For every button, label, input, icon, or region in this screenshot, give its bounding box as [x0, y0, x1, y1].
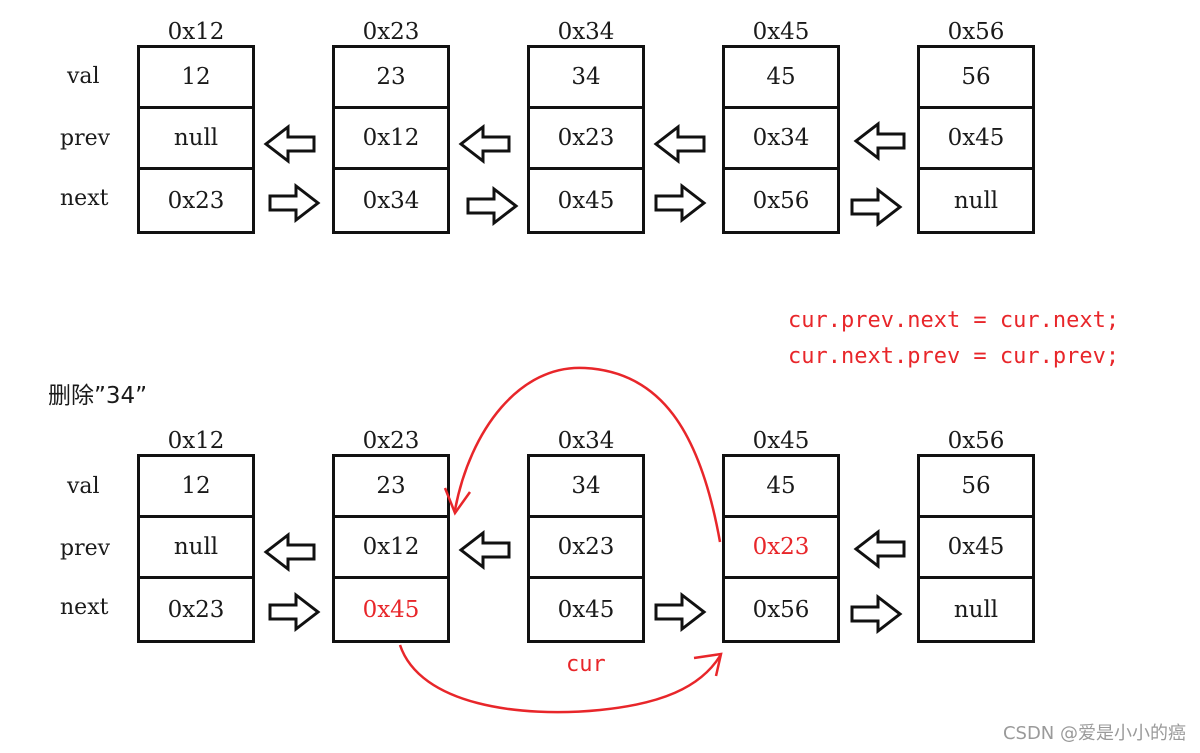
- node-address: 0x12: [167, 428, 225, 454]
- val-cell: 34: [530, 457, 642, 518]
- prev-arrow-icon: [654, 125, 706, 163]
- next-cell: null: [953, 596, 999, 623]
- prev-arrow-icon: [854, 122, 906, 160]
- code-line-2: cur.next.prev = cur.prev;: [788, 344, 1120, 369]
- list-node: 45 0x34 0x56: [722, 45, 840, 234]
- prev-arrow-icon: [459, 531, 511, 569]
- node-address: 0x56: [947, 19, 1005, 45]
- next-arrow-icon: [268, 184, 320, 222]
- watermark: CSDN @爱是小小的癌: [1002, 723, 1186, 744]
- list-node: 23 0x12 0x34: [332, 45, 450, 234]
- code-line-1: cur.prev.next = cur.next;: [788, 308, 1120, 333]
- prev-cell: 0x45: [920, 518, 1032, 579]
- prev-cell: 0x23: [530, 518, 642, 579]
- list-node: 34 0x23 0x45: [527, 45, 645, 234]
- next-cell: null: [953, 187, 999, 214]
- val-cell: 34: [530, 48, 642, 109]
- list-node: 12 null 0x23: [137, 454, 255, 643]
- curve-arrowhead-icon: [693, 652, 723, 677]
- next-cell: 0x56: [752, 187, 810, 214]
- prev-cell: 0x45: [920, 109, 1032, 170]
- val-cell: 56: [920, 457, 1032, 518]
- val-cell: 45: [725, 457, 837, 518]
- val-cell: 23: [335, 48, 447, 109]
- list-node: 56 0x45 null: [917, 454, 1035, 643]
- list-node-cur: 34 0x23 0x45: [527, 454, 645, 643]
- next-cell: 0x34: [362, 187, 420, 214]
- val-cell: 23: [335, 457, 447, 518]
- node-address: 0x23: [362, 19, 420, 45]
- prev-arrow-icon: [264, 125, 316, 163]
- delete-caption: 删除”34”: [48, 383, 148, 409]
- val-cell: 12: [140, 48, 252, 109]
- row-label-prev: prev: [60, 536, 111, 561]
- prev-cell: 0x23: [530, 109, 642, 170]
- next-arrow-icon: [850, 595, 902, 633]
- row-label-prev: prev: [60, 126, 111, 151]
- node-address: 0x34: [557, 428, 615, 454]
- next-arrow-icon: [466, 187, 518, 225]
- list-node: 12 null 0x23: [137, 45, 255, 234]
- curve-arrowhead-icon: [443, 487, 472, 516]
- next-arrow-icon: [268, 593, 320, 631]
- node-address: 0x45: [752, 19, 810, 45]
- row-label-next: next: [60, 595, 109, 620]
- next-arrow-icon: [654, 184, 706, 222]
- next-cell: 0x45: [557, 596, 615, 623]
- prev-relink-curve: [453, 366, 722, 543]
- row-label-val: val: [67, 474, 100, 499]
- node-address: 0x12: [167, 19, 225, 45]
- prev-cell: 0x12: [335, 109, 447, 170]
- list-node: 56 0x45 null: [917, 45, 1035, 234]
- list-node: 45 0x23 0x56: [722, 454, 840, 643]
- row-label-val: val: [67, 64, 100, 89]
- next-arrow-icon: [850, 188, 902, 226]
- next-relink-curve: [398, 644, 722, 714]
- prev-cell: 0x34: [725, 109, 837, 170]
- row-label-next: next: [60, 186, 109, 211]
- next-cell: 0x45: [557, 187, 615, 214]
- val-cell: 45: [725, 48, 837, 109]
- prev-arrow-icon: [854, 530, 906, 568]
- prev-cell: 0x12: [335, 518, 447, 579]
- prev-cell: null: [140, 109, 252, 170]
- next-cell: 0x23: [167, 596, 225, 623]
- next-cell-updated: 0x45: [362, 596, 420, 623]
- prev-cell: null: [140, 518, 252, 579]
- node-address: 0x23: [362, 428, 420, 454]
- cur-label: cur: [566, 652, 606, 677]
- val-cell: 56: [920, 48, 1032, 109]
- next-cell: 0x56: [752, 596, 810, 623]
- node-address: 0x34: [557, 19, 615, 45]
- next-cell: 0x23: [167, 187, 225, 214]
- list-node: 23 0x12 0x45: [332, 454, 450, 643]
- prev-arrow-icon: [459, 125, 511, 163]
- prev-cell-updated: 0x23: [725, 518, 837, 579]
- next-arrow-icon: [654, 593, 706, 631]
- prev-arrow-icon: [264, 533, 316, 571]
- node-address: 0x56: [947, 428, 1005, 454]
- node-address: 0x45: [752, 428, 810, 454]
- val-cell: 12: [140, 457, 252, 518]
